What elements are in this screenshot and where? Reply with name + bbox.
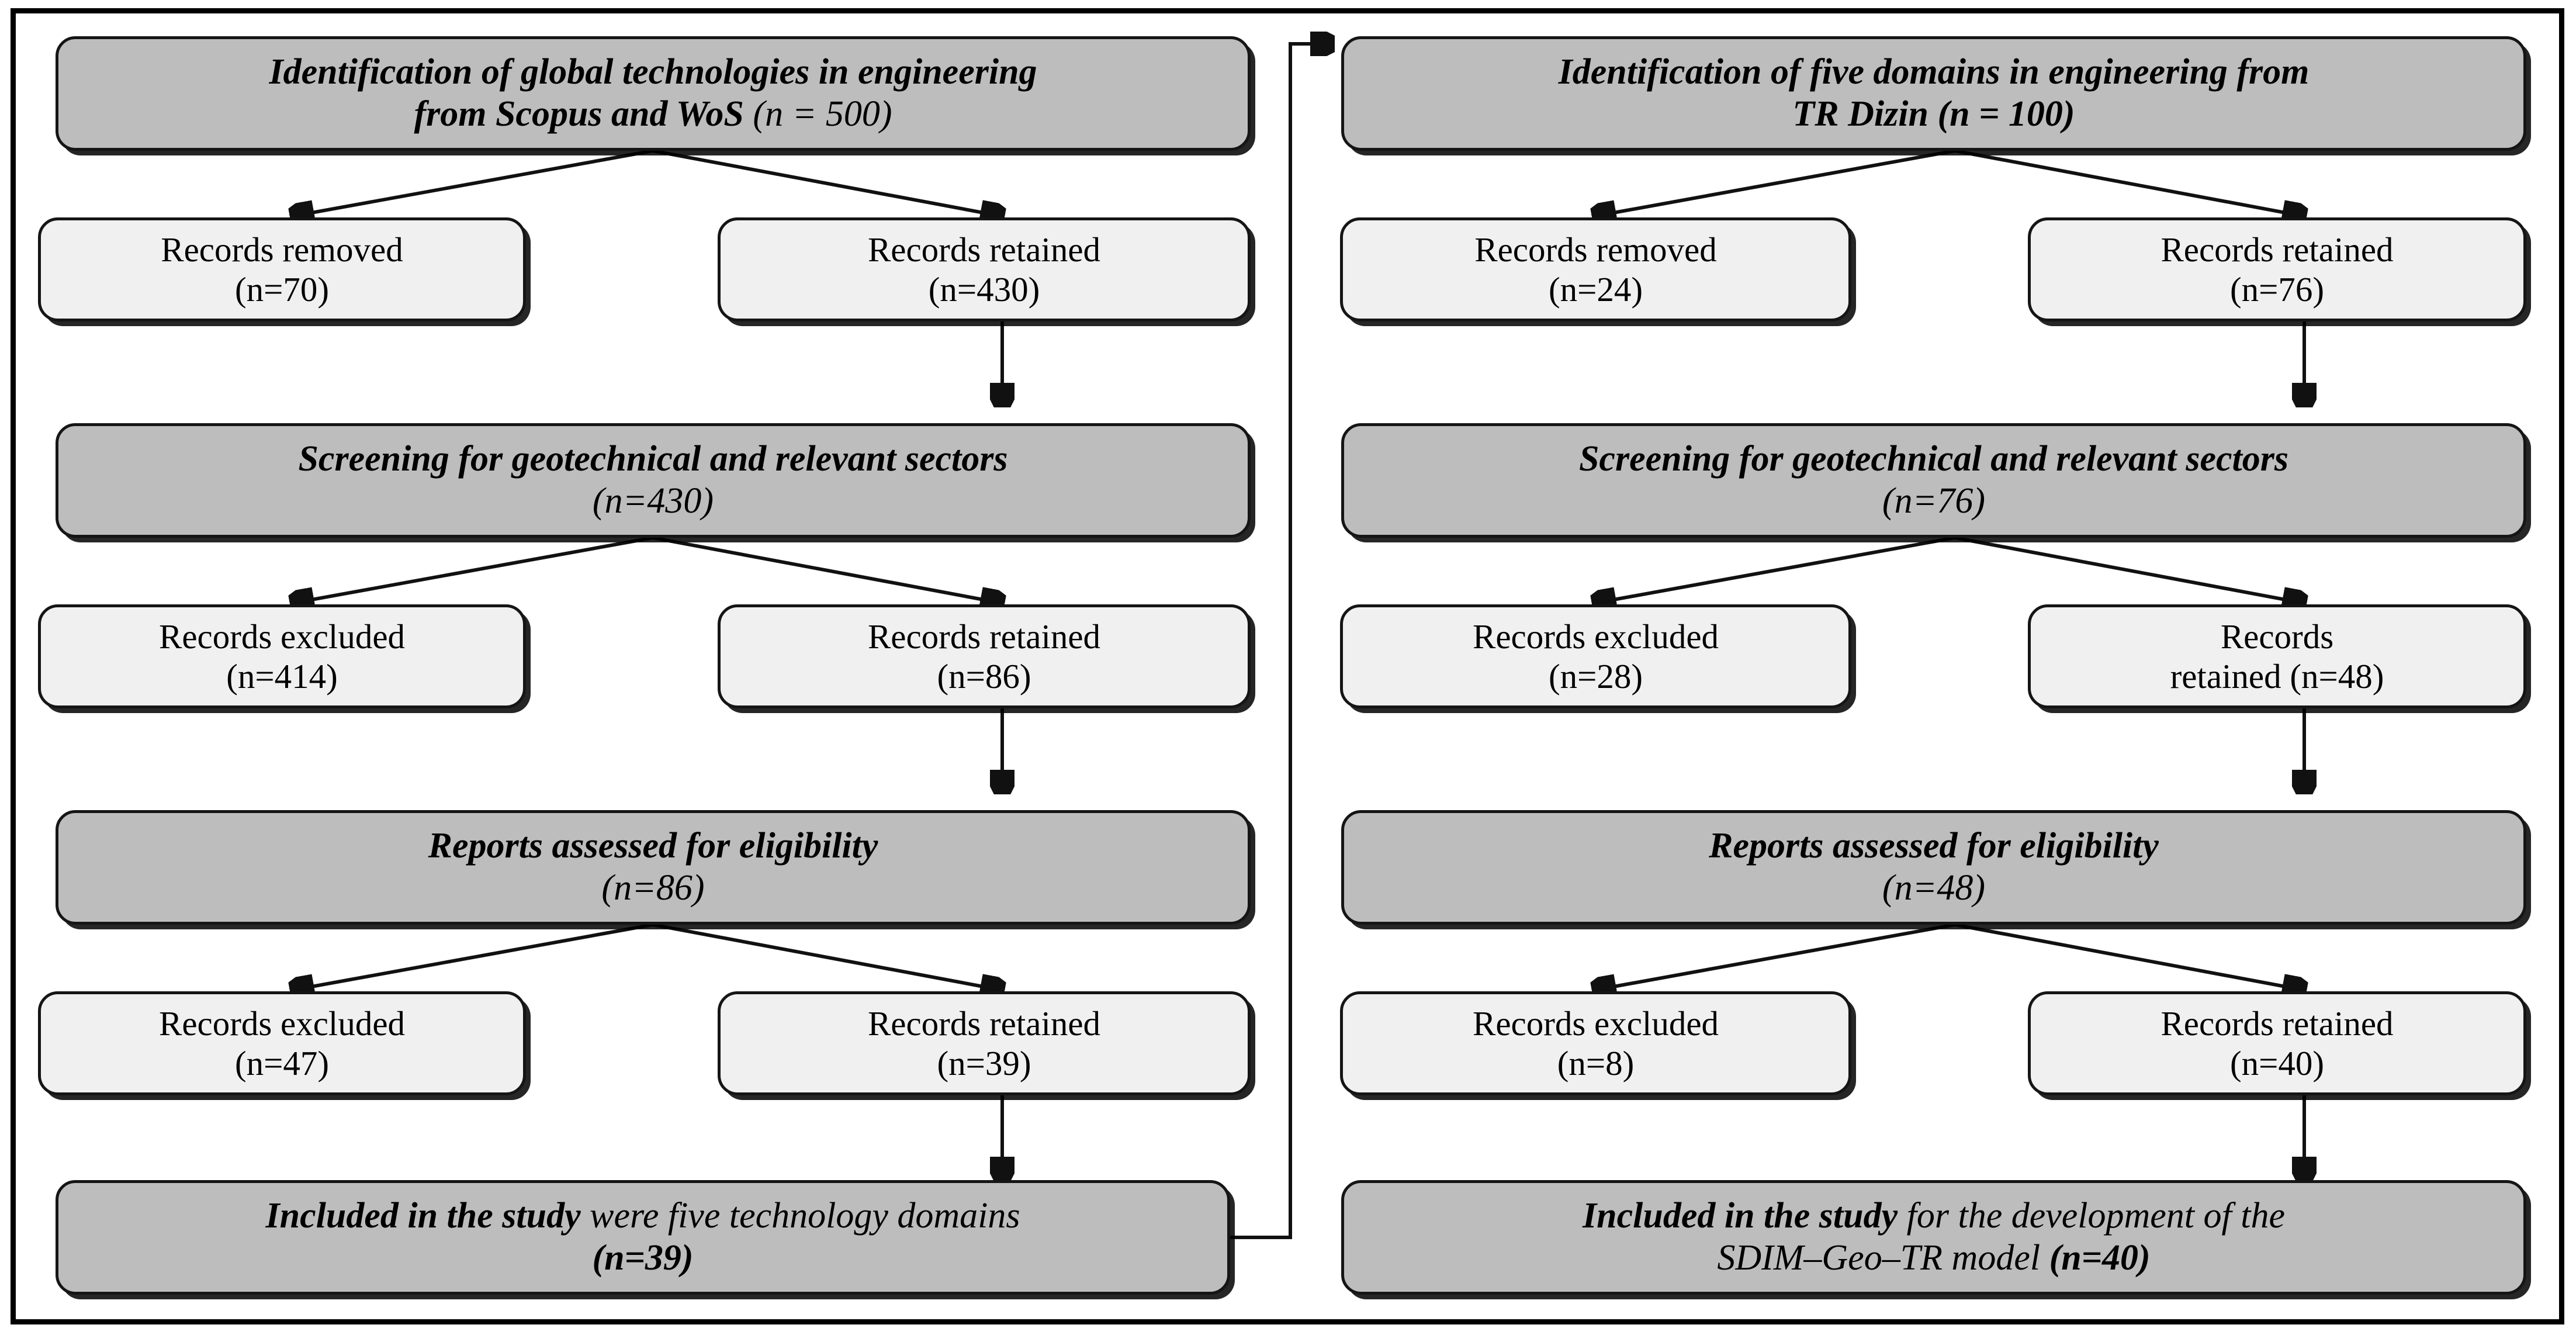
node-L4a-count: (n=414) (226, 657, 338, 696)
node-records-retained-left-3[interactable]: Records retained (n=39) (718, 991, 1251, 1095)
node-records-excluded-left-2[interactable]: Records excluded (n=47) (38, 991, 526, 1095)
node-R5-count: (n=48) (1882, 868, 1986, 908)
node-records-retained-left-1[interactable]: Records retained (n=430) (718, 217, 1251, 321)
node-L1-line2-text: from Scopus and WoS (414, 94, 753, 134)
node-L5-line1: Reports assessed for eligibility (428, 826, 878, 866)
node-R2a-count: (n=24) (1548, 270, 1643, 309)
node-R4a-label: Records excluded (1472, 617, 1719, 656)
node-R7-line1-light: for the development of the (1906, 1196, 2285, 1236)
node-identification-left[interactable]: Identification of global technologies in… (56, 36, 1251, 151)
node-records-excluded-left-1[interactable]: Records excluded (n=414) (38, 604, 526, 708)
node-R7-line1-bold: Included in the study (1582, 1196, 1907, 1236)
node-L7-line1: Included in the study were five technolo… (266, 1195, 1020, 1237)
node-records-retained-left-2[interactable]: Records retained (n=86) (718, 604, 1251, 708)
node-R4b-label: Records (2220, 617, 2334, 656)
node-L4b-label: Records retained (867, 617, 1101, 656)
node-L3-line1: Screening for geotechnical and relevant … (298, 439, 1008, 479)
node-identification-right[interactable]: Identification of five domains in engine… (1341, 36, 2526, 151)
node-L1-line2: from Scopus and WoS (n = 500) (414, 94, 892, 136)
node-L1-line1: Identification of global technologies in… (269, 52, 1037, 92)
node-R1-line1: Identification of five domains in engine… (1558, 52, 2310, 92)
node-L2b-count: (n=430) (928, 270, 1040, 309)
node-L2b-label: Records retained (867, 230, 1101, 269)
node-records-removed-left[interactable]: Records removed (n=70) (38, 217, 526, 321)
node-screening-right[interactable]: Screening for geotechnical and relevant … (1341, 423, 2526, 538)
node-L2a-count: (n=70) (234, 270, 330, 309)
node-R2a-label: Records removed (1474, 230, 1717, 269)
node-included-right[interactable]: Included in the study for the developmen… (1341, 1180, 2526, 1295)
node-L7-line1-bold: Included in the study (265, 1196, 590, 1236)
node-L4b-count: (n=86) (937, 657, 1031, 696)
node-R6b-count: (n=40) (2229, 1044, 2325, 1082)
node-eligibility-left[interactable]: Reports assessed for eligibility (n=86) (56, 810, 1251, 925)
node-R1-count: (n = 100) (1937, 94, 2075, 134)
node-records-retained-right-1[interactable]: Records retained (n=76) (2028, 217, 2526, 321)
node-screening-left[interactable]: Screening for geotechnical and relevant … (56, 423, 1251, 538)
node-records-excluded-right-2[interactable]: Records excluded (n=8) (1340, 991, 1851, 1095)
node-R7-line2: SDIM–Geo–TR model (n=40) (1717, 1237, 2150, 1279)
node-R3-count: (n=76) (1882, 481, 1986, 521)
node-R1-line2-text: TR Dizin (1792, 94, 1938, 134)
node-L7-line1-light: were five technology domains (590, 1196, 1020, 1236)
node-R6a-label: Records excluded (1472, 1004, 1719, 1043)
node-records-retained-right-3[interactable]: Records retained (n=40) (2028, 991, 2526, 1095)
node-L5-count: (n=86) (601, 868, 705, 908)
node-L6b-label: Records retained (867, 1004, 1101, 1043)
node-R6b-label: Records retained (2160, 1004, 2394, 1043)
node-included-left[interactable]: Included in the study were five technolo… (56, 1180, 1230, 1295)
node-L4a-label: Records excluded (158, 617, 406, 656)
node-R6a-count: (n=8) (1557, 1044, 1635, 1082)
node-R7-line1: Included in the study for the developmen… (1583, 1195, 2285, 1237)
node-records-excluded-right-1[interactable]: Records excluded (n=28) (1340, 604, 1851, 708)
node-L1-count: (n = 500) (753, 94, 892, 134)
node-L6a-count: (n=47) (234, 1044, 330, 1082)
node-L3-count: (n=430) (592, 481, 714, 521)
node-L6a-label: Records excluded (158, 1004, 406, 1043)
node-R7-count: (n=40) (2049, 1238, 2151, 1278)
node-R4b-count: retained (n=48) (2170, 657, 2384, 696)
node-R2b-label: Records retained (2160, 230, 2394, 269)
node-R1-line2: TR Dizin (n = 100) (1792, 94, 2075, 136)
node-R4a-count: (n=28) (1548, 657, 1643, 696)
node-L2a-label: Records removed (161, 230, 403, 269)
node-R3-line1: Screening for geotechnical and relevant … (1578, 439, 2289, 479)
node-records-removed-right[interactable]: Records removed (n=24) (1340, 217, 1851, 321)
node-eligibility-right[interactable]: Reports assessed for eligibility (n=48) (1341, 810, 2526, 925)
node-records-retained-right-2[interactable]: Records retained (n=48) (2028, 604, 2526, 708)
node-R2b-count: (n=76) (2229, 270, 2325, 309)
node-L7-count: (n=39) (592, 1238, 694, 1278)
node-R7-line2-light: SDIM–Geo–TR model (1717, 1238, 2049, 1278)
node-R5-line1: Reports assessed for eligibility (1709, 826, 2159, 866)
node-L6b-count: (n=39) (937, 1044, 1031, 1082)
